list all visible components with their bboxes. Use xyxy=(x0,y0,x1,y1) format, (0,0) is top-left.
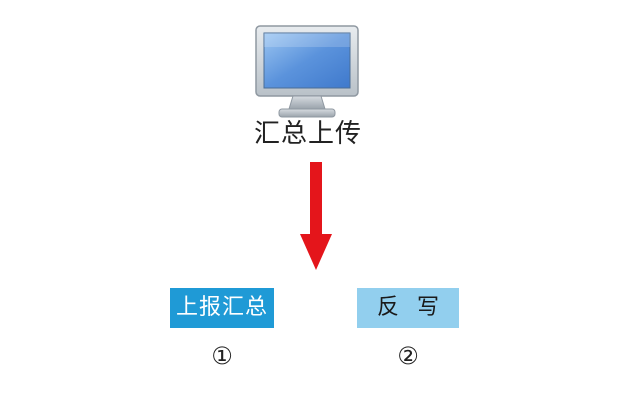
report-summary-box[interactable]: 上报汇总 xyxy=(170,288,274,328)
write-back-box[interactable]: 反写 xyxy=(357,288,459,328)
down-arrow-icon xyxy=(300,162,332,270)
upload-node-label: 汇总上传 xyxy=(253,119,362,149)
step-number-2: ② xyxy=(397,342,419,370)
step-number-1: ① xyxy=(211,342,233,370)
computer-monitor-icon xyxy=(255,25,359,118)
